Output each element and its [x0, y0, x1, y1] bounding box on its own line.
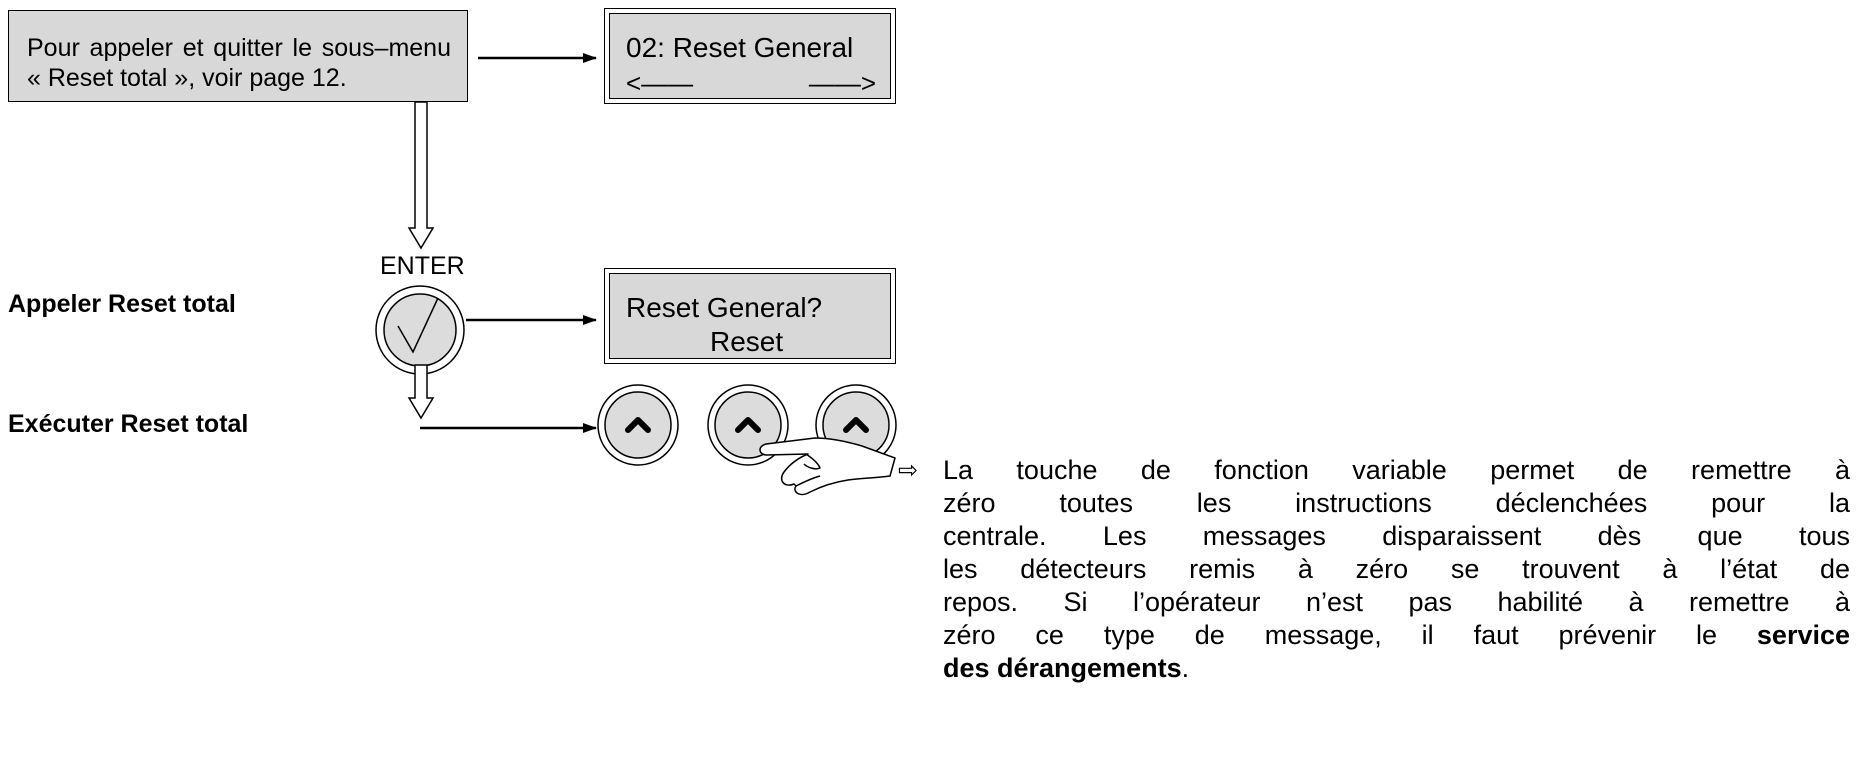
- note-arrow-icon: ⇨: [898, 457, 919, 484]
- checkmark-icon: [397, 297, 439, 354]
- hollow-down-arrow-to-execute: [407, 364, 435, 420]
- note-line-4: les détecteurs remis à zéro se trouvent …: [943, 554, 1850, 584]
- display-2-line-2: Reset: [710, 326, 784, 357]
- lcd-display-2: Reset General? Reset: [604, 268, 896, 364]
- instruction-box: Pour appeler et quitter le sous–menu « R…: [8, 10, 468, 102]
- display-1-right-arrow: ——>: [808, 68, 876, 98]
- instruction-line-2: « Reset total », voir page 12.: [27, 64, 347, 92]
- display-1-left-arrow: <——: [626, 68, 694, 98]
- lcd-display-1: 02: Reset General <—— ——>: [604, 8, 896, 104]
- softkey-button-1[interactable]: [597, 384, 679, 466]
- note-line-3: centrale. Les messages disparaissent dès…: [943, 521, 1850, 551]
- display-2-line-1: Reset General?: [626, 292, 823, 323]
- note-line-5: repos. Si l’opérateur n’est pas habilité…: [943, 587, 1850, 617]
- display-1-line-1: 02: Reset General: [626, 32, 854, 63]
- pointing-hand-icon: [759, 437, 896, 496]
- note-line-2: zéro toutes les instructions déclenchées…: [943, 488, 1850, 518]
- note-line-7-suffix: .: [1181, 653, 1190, 683]
- note-service-bold: service: [1756, 620, 1850, 650]
- chevron-up-icon: [625, 417, 651, 433]
- hollow-down-arrow-to-enter: [407, 101, 435, 250]
- chevron-up-icon: [735, 417, 761, 433]
- note-line-6: zéro ce type de message, il faut préveni…: [910, 619, 1850, 652]
- chevron-up-icon: [843, 417, 869, 433]
- note-line-7: des dérangements.: [910, 652, 1850, 685]
- note-line-6-text: zéro ce type de message, il faut préveni…: [943, 620, 1757, 650]
- instruction-line-1: Pour appeler et quitter le sous–menu: [27, 34, 451, 62]
- note-derangements-bold: des dérangements: [943, 653, 1182, 683]
- note-line-1: La touche de fonction variable permet de…: [943, 455, 1850, 485]
- step-execute-label: Exécuter Reset total: [8, 410, 249, 438]
- step-call-label: Appeler Reset total: [8, 290, 236, 318]
- enter-button[interactable]: [375, 285, 465, 375]
- enter-label: ENTER: [380, 252, 465, 280]
